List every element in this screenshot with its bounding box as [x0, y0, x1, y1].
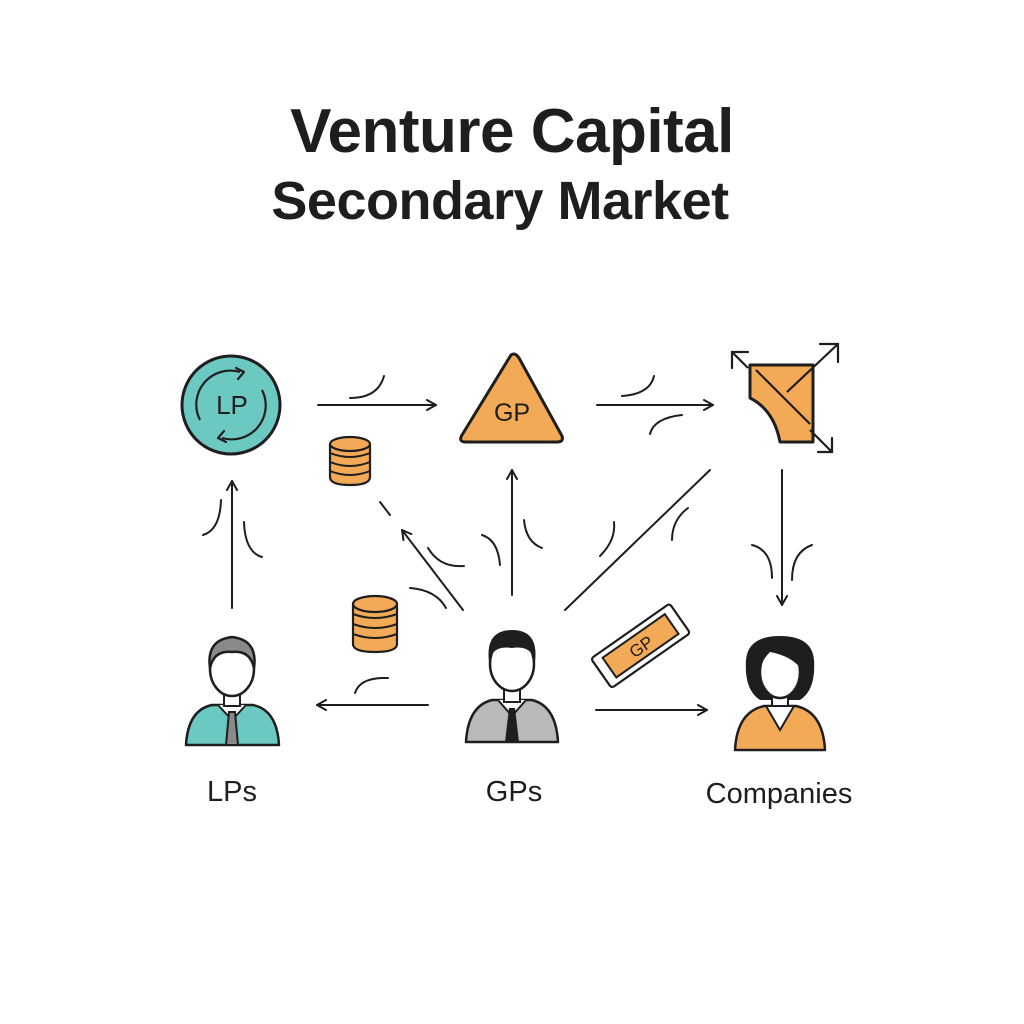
coin-stack-icon — [351, 594, 399, 654]
flow-arrows — [226, 399, 788, 716]
company-square-icon — [730, 342, 840, 454]
person-icon-lps — [184, 635, 281, 747]
gp-ticket-icon: GP — [591, 603, 691, 689]
gp-triangle-label: GP — [494, 399, 530, 427]
title-line-1: Venture Capital — [290, 97, 734, 166]
person-icon-gps — [464, 630, 560, 744]
title-line-2: Secondary Market — [271, 171, 729, 231]
arrow-icon — [401, 529, 464, 611]
label-lps: LPs — [207, 776, 257, 808]
label-companies: Companies — [706, 778, 853, 810]
lp-circle-label: LP — [216, 390, 248, 420]
flow-curves — [202, 375, 813, 694]
label-gps: GPs — [486, 776, 542, 808]
person-icon-companies — [733, 636, 827, 752]
lp-circle-icon: LP — [180, 354, 282, 456]
gp-triangle-icon: GP — [459, 352, 564, 444]
coin-stack-icon — [328, 435, 372, 487]
